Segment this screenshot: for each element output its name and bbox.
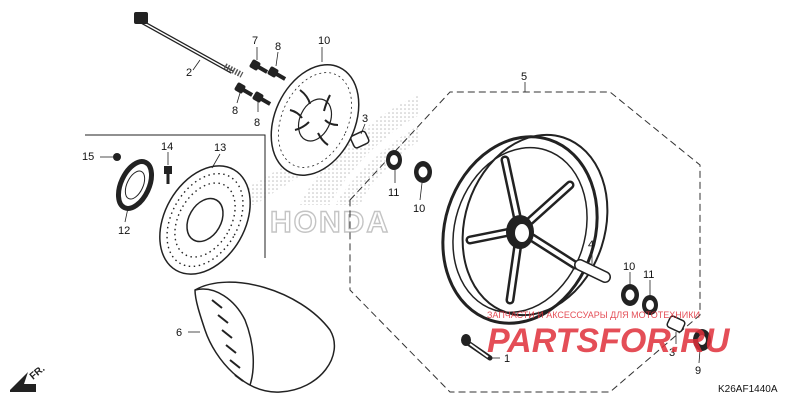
callout-3-top: 3 [362,113,368,125]
brake-disc-alt [159,165,251,275]
honda-text-watermark: HONDA [270,206,390,239]
callout-11-right: 11 [643,269,654,281]
callout-8-c: 8 [232,105,238,117]
seal-left [386,150,402,170]
callout-9: 9 [695,365,701,377]
callout-8-a: 7 [252,35,258,47]
callout-13: 13 [214,142,226,154]
callout-12: 12 [118,225,130,237]
front-direction-arrow: FR. [10,363,47,392]
callout-7: 10 [318,35,330,47]
site-watermark-subtitle: ЗАПЧАСТИ И АКСЕССУАРЫ ДЛЯ МОТОТЕХНИКИ [487,310,700,320]
bearing-right [621,284,639,306]
small-screw [113,153,121,161]
diagram-code: K26AF1440A [718,384,778,395]
bolt-group [234,59,287,106]
callout-14: 14 [161,141,173,153]
brake-disc-front [270,64,360,176]
callout-8-b: 8 [275,41,281,53]
wheel [441,133,609,325]
tire [194,281,336,393]
callout-8-d: 8 [254,117,260,129]
sensor-ring [115,159,155,211]
seal-right [642,295,658,315]
callout-3-bottom: 3 [669,347,675,359]
distance-collar [574,259,611,283]
callout-4: 4 [588,239,594,251]
valve [461,334,493,361]
callout-6: 6 [176,327,182,339]
direction-label: FR. [28,363,48,382]
wheel-group-frame [349,91,701,393]
site-watermark: ЗАПЧАСТИ И АКСЕССУАРЫ ДЛЯ МОТОТЕХНИКИ PA… [487,310,731,360]
collar-top [350,130,370,149]
callout-10-right: 10 [623,261,635,273]
collar-bottom [666,315,686,333]
dust-seal [693,329,711,351]
callout-10-left: 10 [413,203,425,215]
callout-2: 2 [186,67,192,79]
callout-11-left: 11 [388,187,399,199]
callout-5: 5 [521,71,527,83]
callout-15: 15 [82,151,94,163]
site-watermark-title: PARTSFOR.RU [487,322,731,360]
leader-lines [100,47,701,364]
subassembly-frame [85,134,266,258]
axle [134,12,244,78]
bearing-left [414,161,432,183]
callout-labels: 2 10 7 8 8 8 3 11 10 5 4 10 11 3 9 1 6 1… [82,35,701,377]
screw [164,166,172,184]
callout-1: 1 [504,353,510,365]
